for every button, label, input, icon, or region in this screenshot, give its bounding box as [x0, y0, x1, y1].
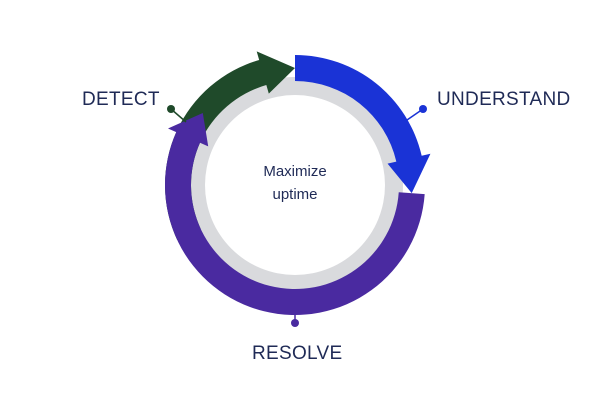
- understand-label: UNDERSTAND: [437, 89, 571, 110]
- center-text: Maximize uptime: [235, 160, 355, 206]
- resolve-arc: [164, 112, 425, 316]
- understand-dot: [419, 105, 427, 113]
- resolve-dot: [291, 319, 299, 327]
- inner-circle: [205, 95, 385, 275]
- center-line-1: Maximize: [263, 163, 327, 180]
- understand-arc: [295, 55, 431, 194]
- resolve-label: RESOLVE: [252, 343, 343, 364]
- center-line-2: uptime: [272, 186, 318, 203]
- detect-dot: [167, 105, 175, 113]
- detect-label: DETECT: [82, 89, 160, 110]
